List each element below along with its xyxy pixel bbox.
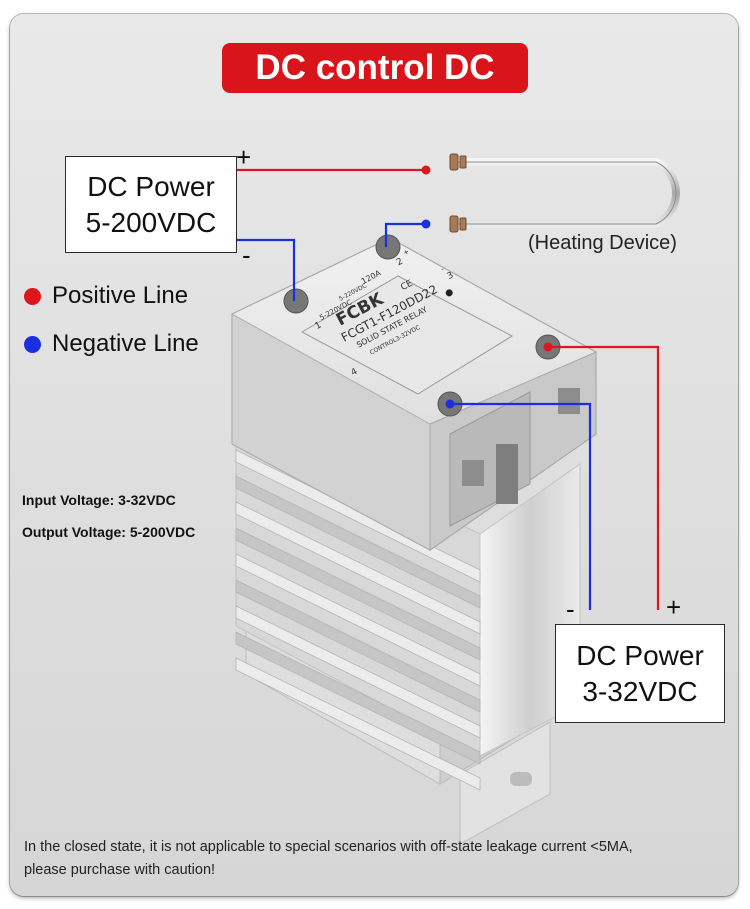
wiring	[227, 168, 660, 610]
heating-device-label: (Heating Device)	[528, 232, 677, 254]
dc-power-input-label: DC Power	[87, 171, 215, 202]
heat-sink-fin	[235, 553, 481, 687]
legend-positive-dot	[24, 287, 41, 305]
diagram-frame: FCBK CE FCGT1-F120DD22 SOLID STATE RELAY…	[10, 14, 738, 896]
input-voltage-spec: Input Voltage: 3-32VDC	[22, 492, 176, 508]
legend-negative-dot	[24, 335, 41, 353]
output-voltage-spec: Output Voltage: 5-200VDC	[22, 524, 196, 540]
relay-terminal-3: 3	[446, 271, 456, 283]
relay-sign-minus: -	[440, 265, 446, 273]
legend-negative-label: Negative Line	[52, 330, 199, 357]
legend-positive-line: Positive Line	[24, 282, 188, 310]
caution-note-line-1: In the closed state, it is not applicabl…	[24, 839, 633, 855]
dc-power-control-voltage: 3-32VDC	[582, 676, 698, 707]
dc-power-control-label: DC Power	[576, 640, 704, 671]
control-minus-sign: -	[566, 594, 575, 624]
input-plus-sign: +	[236, 142, 252, 172]
negative-wire-load	[384, 222, 424, 247]
relay-sign-plus: +	[402, 247, 411, 257]
heat-sink-fin	[235, 527, 481, 661]
heat-sink-fin	[235, 605, 481, 739]
terminal-screws	[283, 234, 561, 417]
heat-sink-fin	[235, 579, 481, 713]
legend-negative-line: Negative Line	[24, 330, 199, 358]
dc-power-input-box: DC Power 5-200VDC	[65, 156, 237, 253]
relay-terminal-1: 1	[314, 320, 324, 332]
dc-power-input-voltage: 5-200VDC	[85, 207, 217, 238]
negative-wire-control	[450, 402, 592, 610]
heat-sink-fin	[235, 657, 481, 791]
relay-body	[231, 237, 597, 551]
caution-note: In the closed state, it is not applicabl…	[24, 836, 724, 882]
relay-terminal-4: 4	[350, 367, 360, 379]
relay-terminal-2: 2	[395, 257, 405, 269]
input-minus-sign: -	[242, 240, 251, 270]
wire-terminals	[421, 165, 553, 409]
heat-sink-fin	[235, 631, 481, 765]
heating-element	[449, 153, 680, 233]
legend-positive-label: Positive Line	[52, 282, 189, 309]
relay-illustration: FCBK CE FCGT1-F120DD22 SOLID STATE RELAY…	[227, 153, 680, 845]
heat-sink-fin	[235, 475, 481, 609]
positive-wire-control	[548, 345, 660, 610]
negative-wire-input	[227, 238, 296, 301]
title-banner: DC control DC	[222, 43, 528, 93]
heat-sink-fin	[235, 501, 481, 635]
dc-power-control-box: DC Power 3-32VDC	[555, 624, 725, 723]
caution-note-line-2: please purchase with caution!	[24, 862, 216, 878]
control-plus-sign: +	[666, 592, 682, 622]
